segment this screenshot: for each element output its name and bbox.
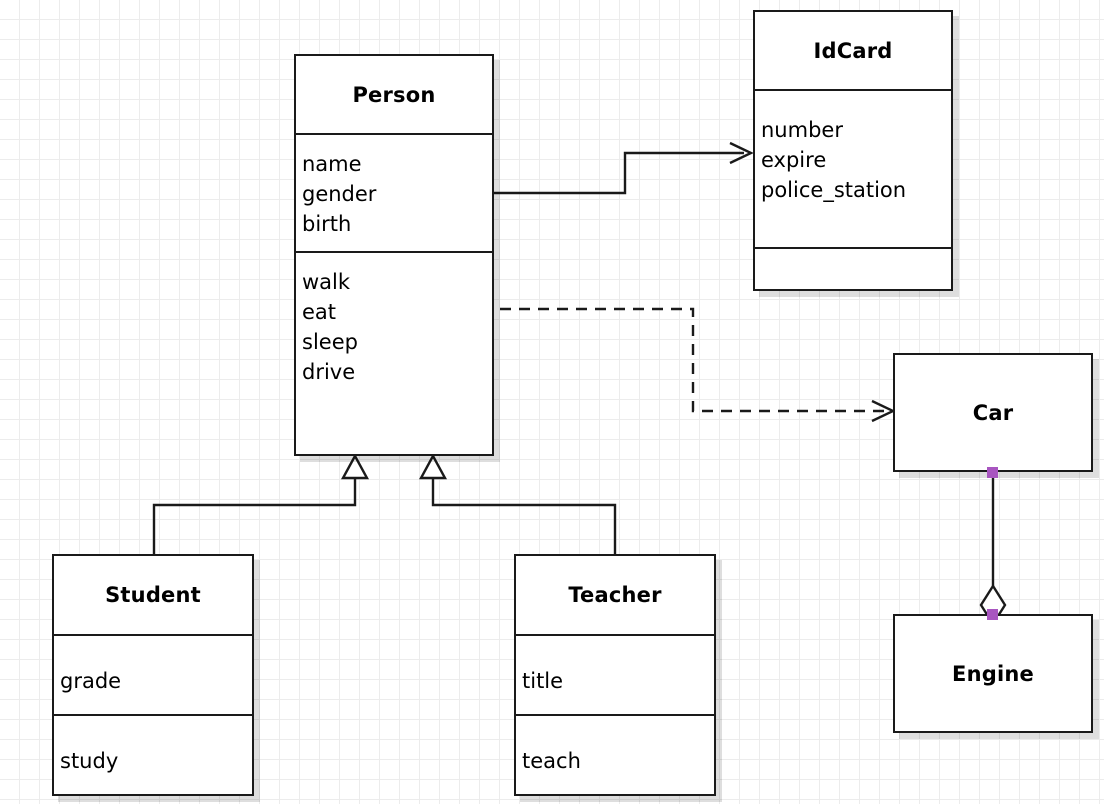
relation-person-idcard[interactable] bbox=[494, 141, 754, 195]
attribute-item: police_station bbox=[761, 178, 907, 202]
attribute-item: number bbox=[761, 118, 843, 142]
class-title-engine: Engine bbox=[952, 661, 1034, 686]
attribute-item: name bbox=[302, 152, 362, 176]
class-title-teacher: Teacher bbox=[516, 556, 714, 636]
attribute-item: grade bbox=[60, 669, 122, 693]
method-item: drive bbox=[302, 360, 356, 384]
method-item: sleep bbox=[302, 330, 358, 354]
relation-student-person[interactable] bbox=[152, 453, 370, 554]
attribute-item: title bbox=[522, 669, 564, 693]
class-attributes-student: grade bbox=[54, 636, 252, 716]
relation-car-engine[interactable] bbox=[979, 472, 1007, 627]
class-methods-person: walk eat sleep drive bbox=[296, 253, 492, 454]
class-box-engine[interactable]: Engine bbox=[893, 614, 1093, 733]
attribute-item: expire bbox=[761, 148, 827, 172]
method-item: eat bbox=[302, 300, 337, 324]
class-box-idcard[interactable]: IdCard number expire police_station bbox=[753, 10, 953, 291]
class-methods-student: study bbox=[54, 716, 252, 794]
relation-teacher-person[interactable] bbox=[418, 453, 617, 554]
class-title-idcard: IdCard bbox=[755, 12, 951, 91]
class-title-student: Student bbox=[54, 556, 252, 636]
class-title-car: Car bbox=[972, 400, 1014, 425]
attribute-item: gender bbox=[302, 182, 377, 206]
class-title-person: Person bbox=[296, 56, 492, 135]
method-item: walk bbox=[302, 270, 351, 294]
class-attributes-idcard: number expire police_station bbox=[755, 91, 951, 249]
attribute-item: birth bbox=[302, 212, 352, 236]
edge-handle-engine-end[interactable] bbox=[987, 609, 998, 620]
class-box-person[interactable]: Person name gender birth walk eat sleep … bbox=[294, 54, 494, 456]
method-item: study bbox=[60, 749, 119, 773]
class-attributes-teacher: title bbox=[516, 636, 714, 716]
class-methods-teacher: teach bbox=[516, 716, 714, 794]
edge-handle-car-end[interactable] bbox=[987, 467, 998, 478]
class-box-teacher[interactable]: Teacher title teach bbox=[514, 554, 716, 796]
method-item: teach bbox=[522, 749, 581, 773]
class-box-car[interactable]: Car bbox=[893, 353, 1093, 472]
class-attributes-person: name gender birth bbox=[296, 135, 492, 253]
class-box-student[interactable]: Student grade study bbox=[52, 554, 254, 796]
